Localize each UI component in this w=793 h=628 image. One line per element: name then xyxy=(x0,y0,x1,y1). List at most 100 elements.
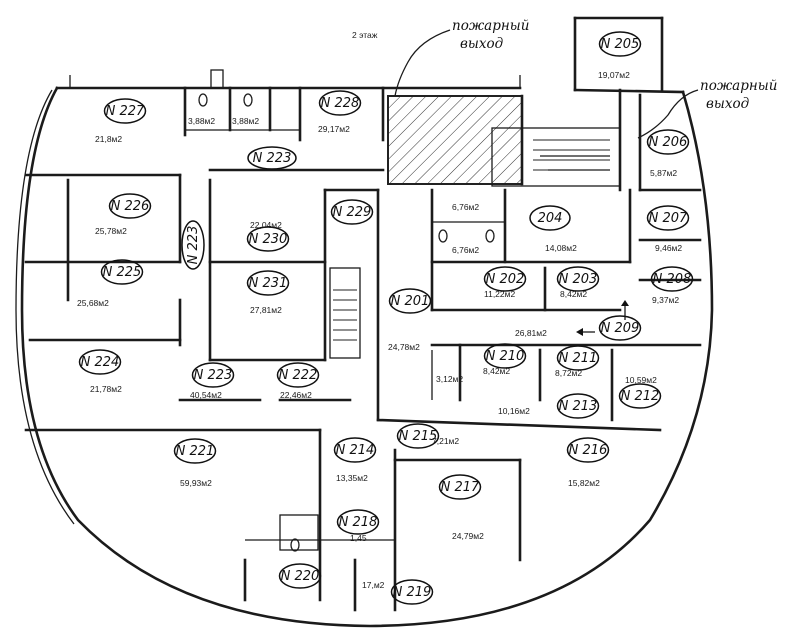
room-211-label: N 211 xyxy=(559,351,598,366)
room-205-label: N 205 xyxy=(601,37,640,52)
room-221-oval xyxy=(173,438,217,464)
room-203-label: N 203 xyxy=(559,272,598,287)
room-220-oval xyxy=(278,563,322,589)
fire-exit-label-1-line1: пожарный xyxy=(452,18,529,34)
room-225-oval xyxy=(100,259,144,285)
room-230-label: N 230 xyxy=(249,232,288,247)
room-213-oval xyxy=(556,393,600,419)
room-225-label: N 225 xyxy=(103,265,142,280)
room-204-area: 14,08м2 xyxy=(545,243,577,253)
room-227-label: N 227 xyxy=(106,104,145,119)
room-212-label: N 212 xyxy=(621,389,660,404)
room-231-oval xyxy=(246,270,290,296)
room-228-area: 29,17м2 xyxy=(318,124,350,134)
fire-exit-right: пожарный выход xyxy=(637,78,777,139)
room-214-oval xyxy=(333,437,377,463)
interior-walls xyxy=(24,86,702,612)
room-203-oval xyxy=(556,266,600,292)
room-219-oval xyxy=(390,579,434,605)
room-207-label: N 207 xyxy=(649,211,688,226)
room-219-area: 17,м2 xyxy=(362,580,385,590)
corridor-223a-oval xyxy=(181,220,205,270)
room-205-area: 19,07м2 xyxy=(598,70,630,80)
room-224-label: N 224 xyxy=(81,355,120,370)
outer-walls xyxy=(15,16,714,628)
room-222-area: 22,46м2 xyxy=(280,390,312,400)
room-211-area: 8,72м2 xyxy=(555,368,582,378)
room-224-oval xyxy=(78,349,122,375)
direction-arrows xyxy=(540,155,629,336)
room-201-oval xyxy=(388,288,432,314)
room-s2-area: 6,76м2 xyxy=(452,245,479,255)
room-217-label: N 217 xyxy=(441,480,480,495)
room-210-oval xyxy=(483,343,527,369)
room-223-label: N 223 xyxy=(194,368,233,383)
room-208-area: 9,37м2 xyxy=(652,295,679,305)
room-204-oval xyxy=(529,205,571,231)
room-226-area: 25,78м2 xyxy=(95,226,127,236)
room-204-label: 204 xyxy=(538,211,563,226)
room-213-label: N 213 xyxy=(559,399,598,414)
room-202-label: N 202 xyxy=(486,272,525,287)
room-216-oval xyxy=(566,437,610,463)
room-216-area: 15,82м2 xyxy=(568,478,600,488)
room-206-area: 5,87м2 xyxy=(650,168,677,178)
room-223-area: 40,54м2 xyxy=(190,390,222,400)
room-wc2-area: 3,88м2 xyxy=(232,116,259,126)
room-221-label: N 221 xyxy=(176,444,215,459)
room-222-label: N 222 xyxy=(279,368,318,383)
room-222-oval xyxy=(276,362,320,388)
room-219-label: N 219 xyxy=(393,585,432,600)
fire-exit-label-2-line1: пожарный xyxy=(700,78,777,94)
room-208-oval xyxy=(650,266,694,292)
room-207-oval xyxy=(646,205,690,231)
room-202-area: 11,22м2 xyxy=(484,289,515,299)
room-209-label: N 209 xyxy=(601,321,640,336)
room-216-label: N 216 xyxy=(569,443,608,458)
room-227-area: 21,8м2 xyxy=(95,134,122,144)
room-214-area: 13,35м2 xyxy=(336,473,368,483)
room-220-label: N 220 xyxy=(281,569,320,584)
room-215-area: 7,21м2 xyxy=(432,436,459,446)
corridor-223a-label: N 223 xyxy=(186,226,201,265)
corridor-223a: N 223 xyxy=(181,220,205,270)
room-208-label: N 208 xyxy=(653,272,692,287)
fire-exit-label-1-line2: выход xyxy=(460,36,503,52)
room-218-oval xyxy=(336,509,380,535)
fire-exit-label-2-line2: выход xyxy=(706,96,749,112)
room-s1-area: 6,76м2 xyxy=(452,202,479,212)
room-218-label: N 218 xyxy=(339,515,378,530)
room-215-oval xyxy=(396,423,440,449)
floor-label: 2 этаж xyxy=(352,30,378,40)
room-226-label: N 226 xyxy=(111,199,150,214)
room-211-oval xyxy=(556,345,600,371)
room-223-oval xyxy=(191,362,235,388)
room-228-oval xyxy=(318,90,362,116)
fire-exit-top: пожарный выход xyxy=(394,18,529,97)
room-210-area: 8,42м2 xyxy=(483,366,510,376)
room-229-label: N 229 xyxy=(333,205,372,220)
room-206-label: N 206 xyxy=(649,135,688,150)
stairwell-hatched xyxy=(387,95,523,185)
room-205-oval xyxy=(598,31,642,57)
room-213-area: 10,16м2 xyxy=(498,406,530,416)
room-227-oval xyxy=(103,98,147,124)
room-201-label: N 201 xyxy=(391,294,430,309)
room-209-area: 26,81м2 xyxy=(515,328,547,338)
room-202-oval xyxy=(483,266,527,292)
room-201-area: 24,78м2 xyxy=(388,342,420,352)
corridor-223b: N 223 xyxy=(247,146,297,170)
room-209-oval xyxy=(598,315,642,341)
room-230-area: 22,04м2 xyxy=(250,220,282,230)
room-214-label: N 214 xyxy=(336,443,375,458)
corridor-223b-oval xyxy=(247,146,297,170)
room-207-area: 9,46м2 xyxy=(655,243,682,253)
room-206-oval xyxy=(646,129,690,155)
room-228-label: N 228 xyxy=(321,96,360,111)
room-221-area: 59,93м2 xyxy=(180,478,212,488)
toilet-icons xyxy=(198,93,495,552)
room-labels: N 227 21,8м2 3,88м2 3,88м2 N 228 29,17м2 N 205… xyxy=(77,31,694,605)
room-217-oval xyxy=(438,474,482,500)
room-wc1-area: 3,88м2 xyxy=(188,116,215,126)
